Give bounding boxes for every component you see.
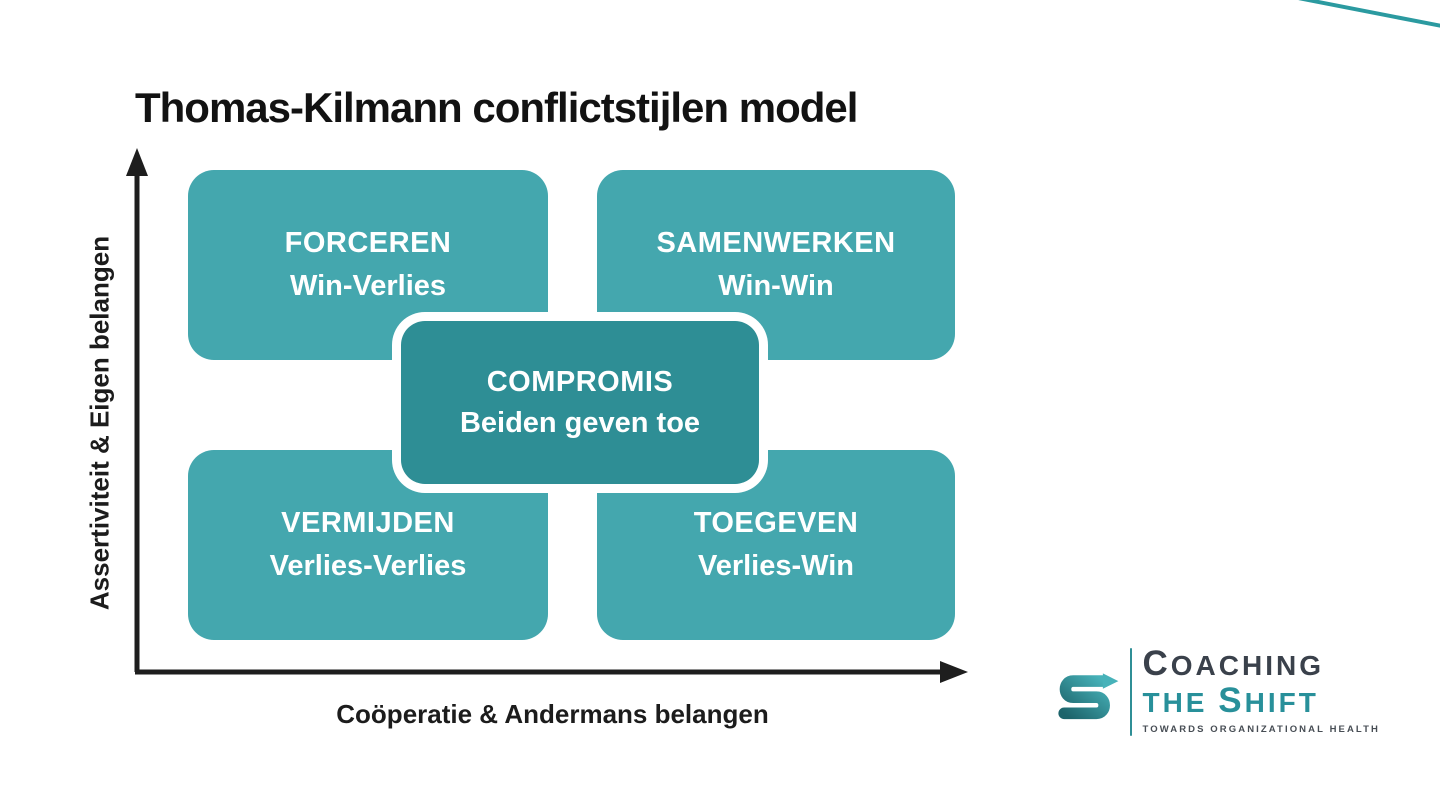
logo-the-shift: THE SHIFT: [1142, 683, 1380, 718]
page-title: Thomas-Kilmann conflictstijlen model: [135, 84, 858, 131]
center-compromis-name: COMPROMIS: [486, 365, 674, 398]
logo-the: THE: [1142, 687, 1219, 718]
corner-accent-line: [1297, 0, 1440, 32]
quadrant-forceren: FORCEREN Win-Verlies: [188, 170, 548, 360]
center-compromis: COMPROMIS Beiden geven toe: [401, 321, 759, 484]
logo-shift-rest: HIFT: [1244, 687, 1319, 718]
quadrant-forceren-name: FORCEREN: [284, 227, 452, 259]
s-arrow-swoosh-icon: [1058, 673, 1119, 720]
x-axis-arrowhead-icon: [940, 661, 968, 683]
logo-text: COACHING THE SHIFT TOWARDS ORGANIZATIONA…: [1142, 644, 1380, 735]
quadrant-toegeven-name: TOEGEVEN: [693, 507, 859, 539]
coaching-the-shift-logo: COACHING THE SHIFT TOWARDS ORGANIZATIONA…: [1050, 644, 1380, 744]
quadrant-samenwerken-outcome: Win-Win: [718, 270, 834, 302]
x-axis-label: Coöperatie & Andermans belangen: [336, 699, 769, 729]
quadrant-vermijden-outcome: Verlies-Verlies: [269, 550, 467, 582]
logo-coaching: COACHING: [1142, 646, 1380, 681]
logo-coaching-initial: C: [1142, 644, 1171, 683]
logo-shift-initial: S: [1218, 681, 1245, 720]
y-axis-label: Assertiviteit & Eigen belangen: [84, 235, 115, 611]
quadrant-vermijden-name: VERMIJDEN: [281, 507, 455, 539]
quadrant-toegeven-outcome: Verlies-Win: [697, 550, 855, 582]
quadrant-forceren-outcome: Win-Verlies: [289, 270, 447, 302]
center-compromis-outcome: Beiden geven toe: [459, 406, 701, 439]
quadrant-samenwerken-name: SAMENWERKEN: [656, 227, 896, 259]
logo-divider: [1130, 648, 1133, 736]
logo-tagline: TOWARDS ORGANIZATIONAL HEALTH: [1142, 724, 1380, 735]
logo-coaching-rest: OACHING: [1170, 650, 1324, 681]
y-axis-arrowhead-icon: [126, 148, 148, 176]
